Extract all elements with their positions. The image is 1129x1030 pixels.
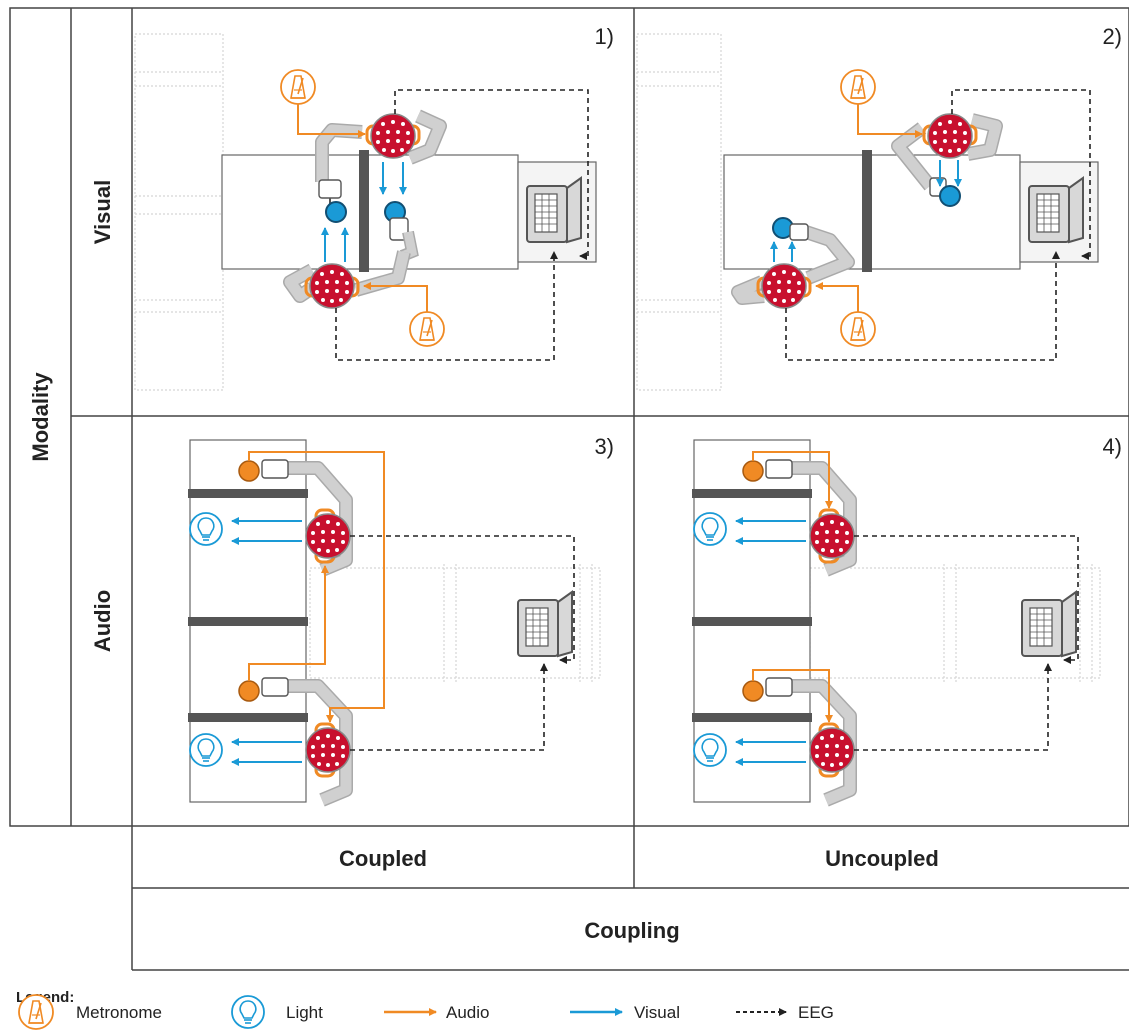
panel-number-2: 2) (1102, 24, 1122, 49)
grid-frame (9, 7, 1129, 971)
legend-label-eeg: EEG (798, 1003, 834, 1022)
legend-label-visual: Visual (634, 1003, 680, 1022)
metronome-icon (18, 994, 54, 1030)
light-bulb-icon (693, 512, 727, 546)
panel-2-scene (636, 33, 1099, 391)
laptop-icon (1028, 177, 1084, 243)
panel-1-scene (134, 33, 597, 391)
light-bulb-icon (693, 733, 727, 767)
light-bulb-icon (189, 512, 223, 546)
column-axis-label: Coupling (584, 918, 679, 943)
light-bulb-icon (231, 995, 265, 1029)
laptop-icon (1021, 591, 1077, 657)
panel-3-scene (188, 439, 601, 807)
panel-number-1: 1) (594, 24, 614, 49)
row-axis-label: Modality (28, 372, 53, 462)
legend-label-audio: Audio (446, 1003, 489, 1022)
panel-4-scene (692, 439, 1101, 807)
light-bulb-icon (189, 733, 223, 767)
column-label-uncoupled: Uncoupled (825, 846, 939, 871)
panel-number-3: 3) (594, 434, 614, 459)
legend-label-metronome: Metronome (76, 1003, 162, 1022)
legend: Legend: Metronome Light Audio Visual EEG (16, 989, 834, 1030)
metronome-icon (280, 69, 316, 105)
metronome-icon (409, 311, 445, 347)
metronome-icon (840, 311, 876, 347)
legend-label-light: Light (286, 1003, 323, 1022)
panel-number-4: 4) (1102, 434, 1122, 459)
row-label-visual: Visual (90, 180, 115, 244)
row-label-audio: Audio (90, 590, 115, 652)
laptop-icon (517, 591, 573, 657)
laptop-icon (526, 177, 582, 243)
metronome-icon (840, 69, 876, 105)
column-label-coupled: Coupled (339, 846, 427, 871)
